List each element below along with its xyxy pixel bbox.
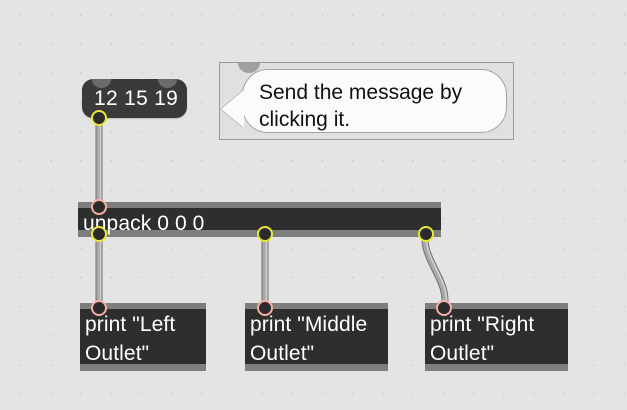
- comment-speech-bubble: Send the message by clicking it.: [221, 69, 507, 133]
- print-right-inlet-0[interactable]: [436, 300, 452, 316]
- cord-message-to-unpack[interactable]: [95, 116, 103, 206]
- unpack-object-text: unpack 0 0 0: [78, 208, 441, 235]
- cord-unpack2-to-print-right[interactable]: [421, 230, 449, 309]
- comment-text-line-2: clicking it.: [259, 108, 351, 131]
- message-box-text: 12 15 19: [94, 87, 179, 110]
- unpack-outlet-0[interactable]: [91, 226, 107, 242]
- object-box-print-right[interactable]: print "Right Outlet": [425, 303, 568, 371]
- unpack-outlet-2[interactable]: [418, 226, 434, 242]
- comment-box[interactable]: Send the message by clicking it.: [219, 62, 514, 140]
- print-middle-inlet-0[interactable]: [257, 300, 273, 316]
- print-left-text: print "Left Outlet": [80, 309, 206, 365]
- cord-unpack0-to-print-left[interactable]: [95, 231, 103, 308]
- print-right-text: print "Right Outlet": [425, 309, 568, 365]
- message-outlet-0[interactable]: [91, 110, 107, 126]
- comment-inlet-nub: [238, 63, 260, 73]
- print-left-inlet-0[interactable]: [91, 300, 107, 316]
- unpack-outlet-1[interactable]: [257, 226, 273, 242]
- comment-bubble-tail: [221, 90, 244, 128]
- message-inlet-nub-right: [158, 79, 177, 88]
- print-middle-text: print "Middle Outlet": [245, 309, 388, 365]
- unpack-inlet-0[interactable]: [91, 199, 107, 215]
- message-inlet-nub-left: [92, 79, 111, 88]
- comment-text-line-1: Send the message by: [259, 81, 463, 104]
- object-box-unpack[interactable]: unpack 0 0 0: [78, 202, 441, 237]
- object-box-print-middle[interactable]: print "Middle Outlet": [245, 303, 388, 371]
- cord-unpack1-to-print-middle[interactable]: [261, 231, 269, 308]
- object-box-print-left[interactable]: print "Left Outlet": [80, 303, 206, 371]
